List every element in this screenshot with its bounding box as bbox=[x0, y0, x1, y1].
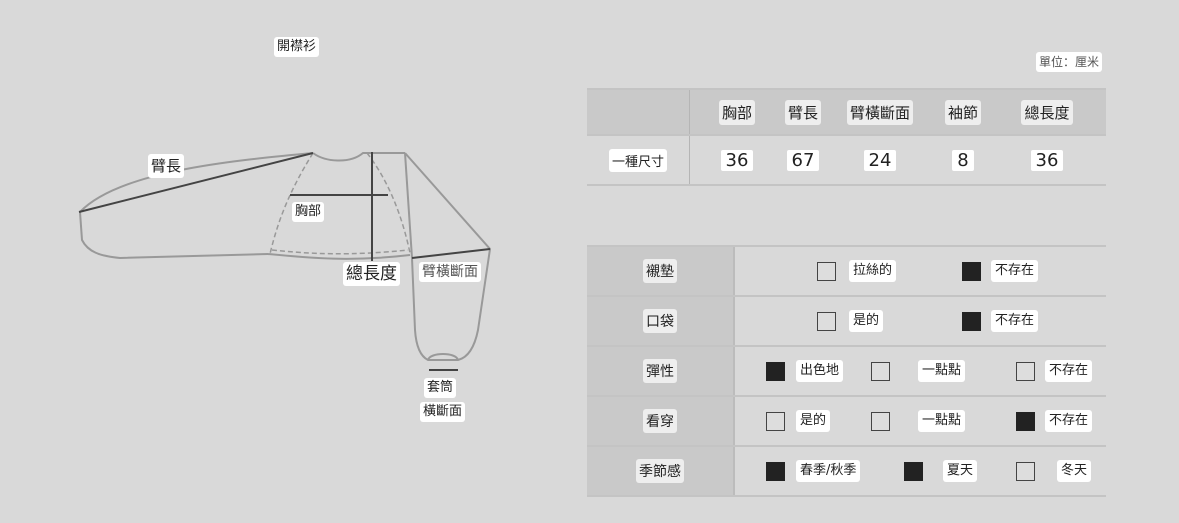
value-arm-cross-section: 24 bbox=[863, 149, 897, 171]
table-row: 彈性 出色地 一點點 不存在 bbox=[587, 347, 1106, 397]
size-table-header: 胸部 臂長 臂橫斷面 袖節 總長度 bbox=[587, 88, 1106, 136]
header-total-length: 總長度 bbox=[1021, 99, 1073, 125]
size-label: 一種尺寸 bbox=[608, 148, 667, 172]
option-label: 一點點 bbox=[918, 410, 966, 432]
value-total-length: 36 bbox=[1030, 149, 1064, 171]
body-hem bbox=[267, 253, 411, 260]
garment-type-label: 開襟衫 bbox=[274, 37, 320, 57]
attribute-label: 彈性 bbox=[643, 359, 677, 383]
checkbox[interactable] bbox=[766, 462, 785, 481]
option-label: 冬天 bbox=[1057, 460, 1092, 482]
option-label: 不存在 bbox=[1045, 360, 1093, 382]
table-row: 看穿 是的 一點點 不存在 bbox=[587, 397, 1106, 447]
attribute-label: 襯墊 bbox=[643, 259, 677, 283]
value-chest: 36 bbox=[720, 149, 754, 171]
table-row: 襯墊 拉絲的 不存在 bbox=[587, 247, 1106, 297]
option-label: 拉絲的 bbox=[849, 260, 897, 282]
arm-cross-section-label: 臂橫斷面 bbox=[419, 262, 481, 282]
option-label: 是的 bbox=[796, 410, 831, 432]
checkbox[interactable] bbox=[1016, 412, 1035, 431]
option-label: 一點點 bbox=[918, 360, 966, 382]
checkbox[interactable] bbox=[817, 312, 836, 331]
unit-label: 單位：厘米 bbox=[1036, 52, 1103, 72]
hem-seam bbox=[271, 249, 409, 255]
header-arm-cross-section: 臂橫斷面 bbox=[846, 99, 913, 125]
garment-diagram bbox=[78, 152, 492, 371]
option-label: 是的 bbox=[849, 310, 884, 332]
checkbox[interactable] bbox=[871, 412, 890, 431]
table-row: 一種尺寸 36 67 24 8 36 bbox=[587, 136, 1106, 186]
table-row: 季節感 春季/秋季 夏天 冬天 bbox=[587, 447, 1106, 497]
option-label: 春季/秋季 bbox=[796, 460, 861, 482]
chest-label: 胸部 bbox=[292, 202, 325, 222]
checkbox[interactable] bbox=[962, 262, 981, 281]
option-label: 出色地 bbox=[796, 360, 844, 382]
left-sleeve-outline bbox=[78, 152, 314, 260]
right-sleeve-outline bbox=[404, 152, 492, 361]
arm-cross-section-line bbox=[411, 248, 491, 259]
total-length-label: 總長度 bbox=[343, 262, 400, 286]
raglan-seam-right bbox=[366, 152, 411, 254]
checkbox[interactable] bbox=[817, 262, 836, 281]
option-label: 夏天 bbox=[943, 460, 978, 482]
arm-length-label: 臂長 bbox=[148, 154, 185, 178]
header-arm-length: 臂長 bbox=[784, 99, 821, 125]
header-sleeve: 袖節 bbox=[944, 99, 981, 125]
neckline bbox=[312, 152, 405, 162]
size-table: 胸部 臂長 臂橫斷面 袖節 總長度 一種尺寸 36 67 24 8 36 bbox=[587, 88, 1106, 186]
option-label: 不存在 bbox=[1045, 410, 1093, 432]
option-label: 不存在 bbox=[991, 310, 1039, 332]
raglan-seam-left bbox=[269, 152, 314, 255]
cuff-cross-section-label: 橫斷面 bbox=[420, 402, 466, 422]
attribute-table: 襯墊拉絲的不存在口袋是的不存在彈性出色地一點點不存在看穿是的一點點不存在季節感春… bbox=[587, 245, 1106, 497]
checkbox[interactable] bbox=[904, 462, 923, 481]
checkbox[interactable] bbox=[766, 362, 785, 381]
checkbox[interactable] bbox=[962, 312, 981, 331]
cuff-label: 套筒 bbox=[424, 378, 457, 398]
value-arm-length: 67 bbox=[786, 149, 820, 171]
checkbox[interactable] bbox=[766, 412, 785, 431]
checkbox[interactable] bbox=[1016, 462, 1035, 481]
option-label: 不存在 bbox=[991, 260, 1039, 282]
cuff bbox=[427, 353, 459, 361]
table-row: 口袋 是的 不存在 bbox=[587, 297, 1106, 347]
attribute-label: 口袋 bbox=[643, 309, 677, 333]
value-sleeve: 8 bbox=[952, 149, 974, 171]
arm-length-line bbox=[78, 152, 314, 213]
attribute-label: 看穿 bbox=[643, 409, 677, 433]
checkbox[interactable] bbox=[871, 362, 890, 381]
header-chest: 胸部 bbox=[718, 99, 755, 125]
attribute-label: 季節感 bbox=[636, 459, 684, 483]
checkbox[interactable] bbox=[1016, 362, 1035, 381]
